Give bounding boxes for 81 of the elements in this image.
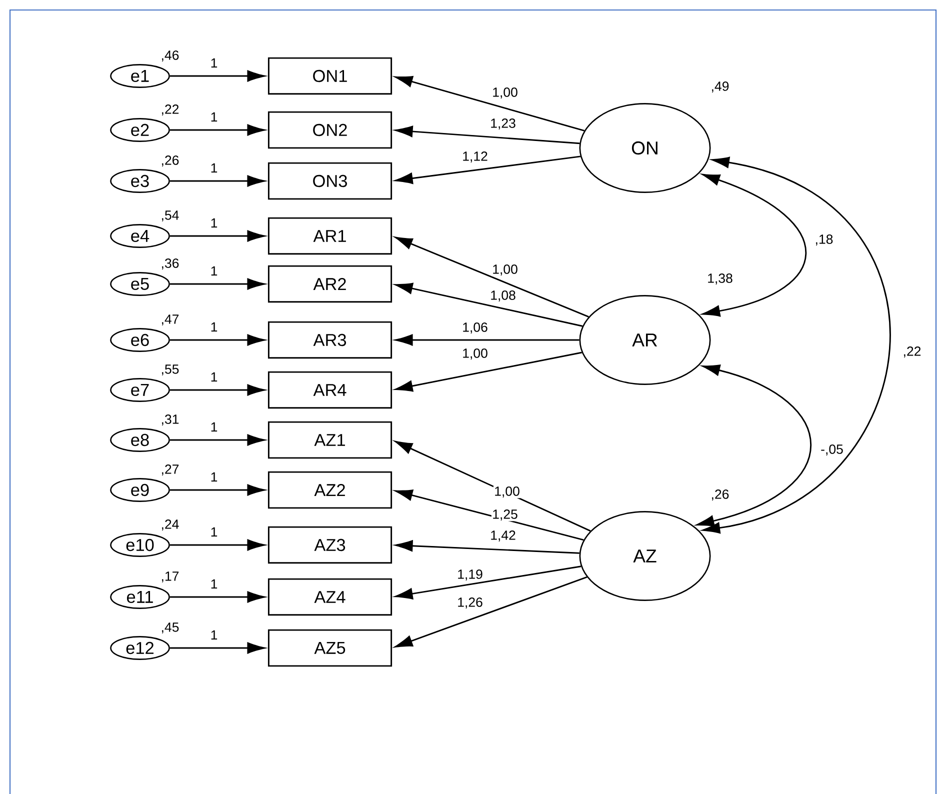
variance-label: ,45 [162, 622, 179, 634]
edge-label: -,05 [820, 444, 844, 456]
arrow [170, 384, 265, 396]
variance-label: ,27 [162, 464, 179, 476]
variable-box: AZ1 [268, 421, 392, 459]
edge-label: ,18 [814, 234, 834, 246]
variance-label: ,26 [712, 490, 729, 500]
arrow [395, 76, 584, 132]
variance-label: ,17 [162, 572, 179, 582]
arrow [395, 334, 580, 346]
variable-box: ON2 [268, 111, 392, 149]
arrow [170, 175, 265, 187]
edge-label: 1,00 [493, 486, 521, 498]
arrow [170, 124, 265, 136]
arrow [394, 440, 591, 532]
variance-label: ,22 [162, 104, 179, 116]
edge-label: 1 [210, 162, 218, 174]
edge-label: 1,00 [461, 348, 489, 360]
arrow [170, 334, 265, 346]
arrow [170, 642, 265, 654]
variance-label: ,55 [162, 364, 179, 376]
variance-label: ,36 [162, 258, 179, 270]
edge-label: 1 [210, 322, 218, 332]
variable-box: AR1 [268, 217, 392, 255]
variable-box: AR4 [268, 371, 392, 409]
arrow [170, 539, 265, 551]
variable-box: AR3 [268, 321, 392, 359]
edge-label: 1,08 [489, 290, 517, 302]
arrow [170, 230, 265, 242]
variable-box: AZ3 [268, 526, 392, 564]
edge-label: 1 [210, 578, 218, 590]
arrow [395, 126, 580, 144]
variance-label: ,31 [162, 414, 179, 426]
variance-label: ,46 [162, 50, 179, 62]
arrow [702, 174, 807, 317]
edge-label: 1 [210, 422, 218, 432]
arrow [395, 566, 582, 600]
edge-label: 1,19 [456, 568, 484, 582]
edge-label: 1,06 [461, 322, 489, 334]
variable-box: AR2 [268, 265, 392, 303]
edge-label: 1 [210, 372, 218, 382]
edge-label: 1 [210, 630, 218, 640]
edge-label: 1,00 [491, 86, 519, 100]
edge-label: 1,23 [489, 118, 517, 130]
variable-box: AZ4 [268, 578, 392, 616]
edge-label: 1,00 [491, 264, 519, 276]
variance-label: ,24 [162, 520, 179, 530]
arrow [394, 236, 589, 318]
variable-box: ON3 [268, 162, 392, 200]
edge-label: 1,42 [489, 530, 517, 542]
edge-label: 1,26 [456, 596, 484, 610]
edge-label: 1 [210, 266, 218, 276]
arrow [170, 484, 265, 496]
edge-label: 1,12 [461, 150, 489, 164]
edge-label: 1 [210, 58, 218, 68]
edge-label: 1 [210, 218, 218, 228]
variance-label: ,47 [162, 314, 179, 326]
arrow [395, 540, 580, 554]
variance-label: ,49 [712, 82, 729, 92]
arrow [170, 591, 265, 603]
edge-label: 1 [210, 526, 218, 538]
arrow [395, 490, 584, 541]
edge-label: ,22 [902, 346, 922, 358]
variance-label: ,26 [162, 156, 179, 166]
arrow [170, 70, 265, 82]
variance-label: ,54 [162, 210, 179, 222]
variable-box: AZ5 [268, 629, 392, 667]
variable-box: ON1 [268, 57, 392, 95]
arrow [696, 364, 812, 527]
arrow [170, 278, 265, 290]
variance-label: 1,38 [708, 274, 732, 284]
edge-label: 1 [210, 472, 218, 482]
arrow [170, 434, 265, 446]
variable-box: AZ2 [268, 471, 392, 509]
arrow [395, 282, 583, 327]
arrow [395, 352, 582, 392]
arrow [395, 156, 581, 184]
arrow [394, 576, 588, 648]
arrow [702, 156, 890, 534]
edge-label: 1,25 [491, 508, 519, 522]
edge-label: 1 [210, 112, 218, 122]
